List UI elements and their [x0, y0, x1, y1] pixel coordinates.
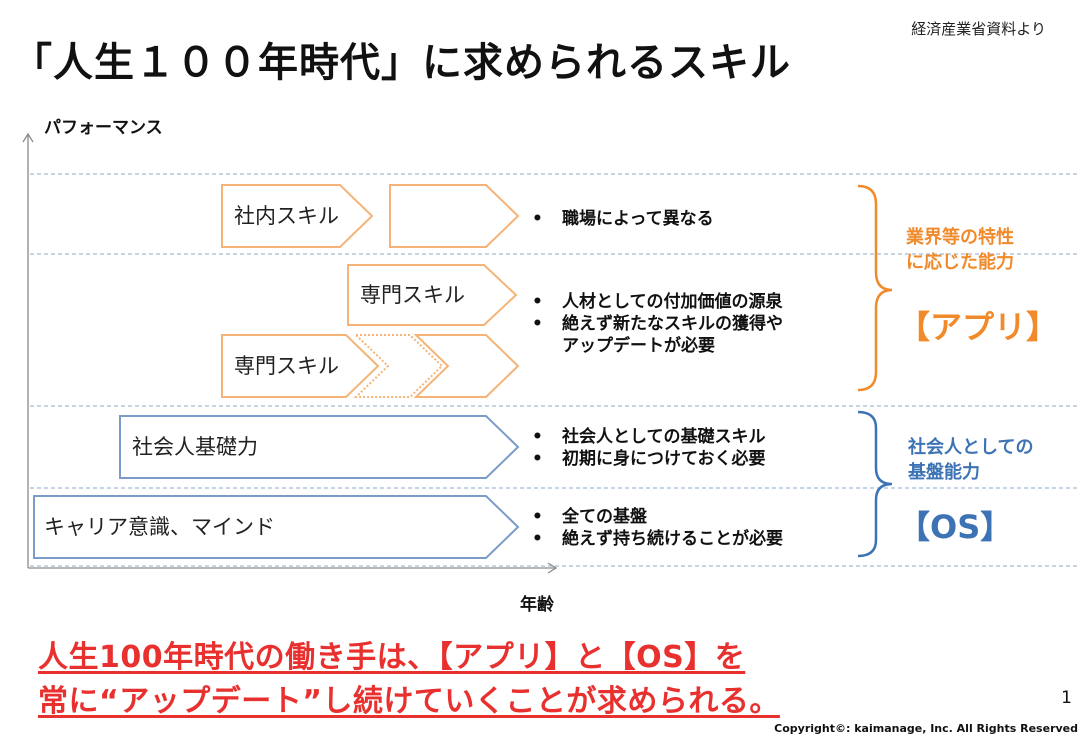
- basic-skill-label: 社会人基礎力: [132, 435, 258, 459]
- os-category-line1: 社会人としての: [908, 437, 1034, 458]
- specialized-skill-top-label: 専門スキル: [360, 283, 465, 307]
- page-title: 「人生１００年時代」に求められるスキル: [12, 40, 791, 86]
- specialized-notes: 人材としての付加価値の源泉 絶えず新たなスキルの獲得や アップデートが必要: [528, 291, 783, 357]
- app-category-line1: 業界等の特性: [906, 227, 1014, 248]
- note-item: 人材としての付加価値の源泉: [528, 291, 783, 313]
- key-message-line2: 常に“アップデート”し続けていくことが求められる。: [38, 684, 780, 719]
- y-axis-arrow: [22, 132, 34, 143]
- internal-notes: 職場によって異なる: [528, 208, 714, 230]
- note-item: 社会人としての基礎スキル: [528, 426, 766, 448]
- specialized-chevron: [413, 334, 520, 398]
- y-axis-label: パフォーマンス: [44, 118, 163, 138]
- internal-skill-label: 社内スキル: [234, 204, 339, 228]
- source-note: 経済産業省資料より: [911, 20, 1046, 38]
- os-category-label: 【OS】: [898, 508, 1013, 546]
- note-item: アップデートが必要: [562, 336, 715, 356]
- page-number: 1: [1061, 688, 1072, 708]
- specialized-skill-top-arrow: [347, 264, 518, 326]
- app-category-line2: に応じた能力: [906, 252, 1014, 273]
- note-item: 職場によって異なる: [528, 208, 714, 230]
- internal-skill-chevron: [389, 184, 520, 248]
- career-mindset-label: キャリア意識、マインド: [44, 515, 275, 539]
- specialized-dotted-chevron: [353, 334, 444, 398]
- specialized-skill-bottom-label: 専門スキル: [234, 354, 339, 378]
- key-message-line1: 人生100年時代の働き手は、【アプリ】と【OS】を: [38, 640, 746, 675]
- internal-skill-arrow: [221, 184, 374, 248]
- app-category-label: 【アプリ】: [898, 308, 1059, 346]
- copyright: Copyright©: kaimanage, Inc. All Rights R…: [774, 722, 1078, 735]
- specialized-skill-bottom-arrow: [221, 334, 380, 398]
- note-item: 絶えず持ち続けることが必要: [528, 528, 783, 550]
- os-category-line2: 基盤能力: [908, 462, 980, 483]
- basic-skill-arrow: [119, 415, 520, 479]
- app-brace: [857, 184, 893, 392]
- note-item: 全ての基盤: [528, 506, 783, 528]
- x-axis-label: 年齢: [520, 595, 554, 615]
- x-axis-arrow: [547, 562, 558, 574]
- os-brace: [857, 410, 893, 558]
- career-mindset-arrow: [33, 495, 520, 559]
- career-notes: 全ての基盤 絶えず持ち続けることが必要: [528, 506, 783, 550]
- basic-notes: 社会人としての基礎スキル 初期に身につけておく必要: [528, 426, 766, 470]
- note-item: 初期に身につけておく必要: [528, 448, 766, 470]
- note-item: 絶えず新たなスキルの獲得や: [528, 313, 783, 335]
